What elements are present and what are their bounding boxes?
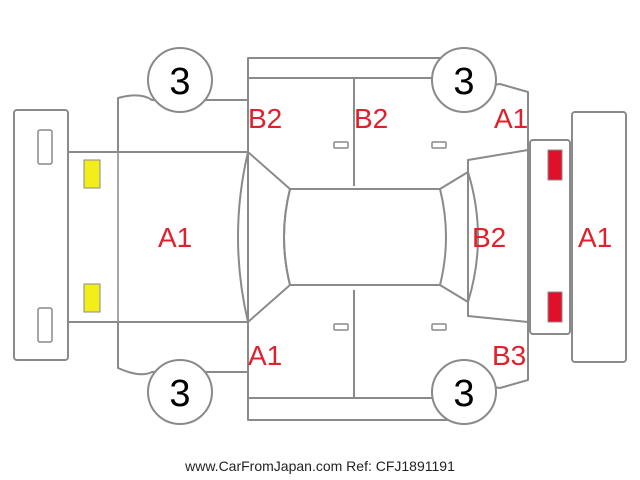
- footer-credit: www.CarFromJapan.com Ref: CFJ1891191: [0, 458, 640, 474]
- wheel-front-right-grade: 3: [169, 373, 190, 415]
- wheel-rear-right-grade: 3: [453, 373, 474, 415]
- code-right-front-door: A1: [248, 340, 282, 371]
- code-right-rear-quarter: B3: [492, 340, 526, 371]
- wheel-rear-left: 3: [431, 47, 497, 113]
- code-left-rear-quarter: A1: [494, 103, 528, 134]
- code-rear-glass: B2: [472, 222, 506, 253]
- rear-bumper: [571, 111, 627, 363]
- code-rear-bumper: A1: [578, 222, 612, 253]
- wheel-rear-left-grade: 3: [453, 61, 474, 103]
- rear-left-lamp: [547, 149, 563, 181]
- wheel-front-right: 3: [147, 359, 213, 425]
- front-bumper: [13, 109, 69, 361]
- code-left-front-door: B2: [248, 103, 282, 134]
- code-hood: A1: [158, 222, 192, 253]
- front-right-lamp: [83, 283, 101, 313]
- footer-site: www.CarFromJapan.com: [185, 458, 343, 474]
- code-left-rear-door: B2: [354, 103, 388, 134]
- wheel-front-left-grade: 3: [169, 61, 190, 103]
- front-left-lamp: [83, 159, 101, 189]
- wheel-front-left: 3: [147, 47, 213, 113]
- car-body: [67, 57, 571, 421]
- footer-ref: Ref: CFJ1891191: [346, 458, 455, 474]
- wheel-rear-right: 3: [431, 359, 497, 425]
- rear-right-lamp: [547, 291, 563, 323]
